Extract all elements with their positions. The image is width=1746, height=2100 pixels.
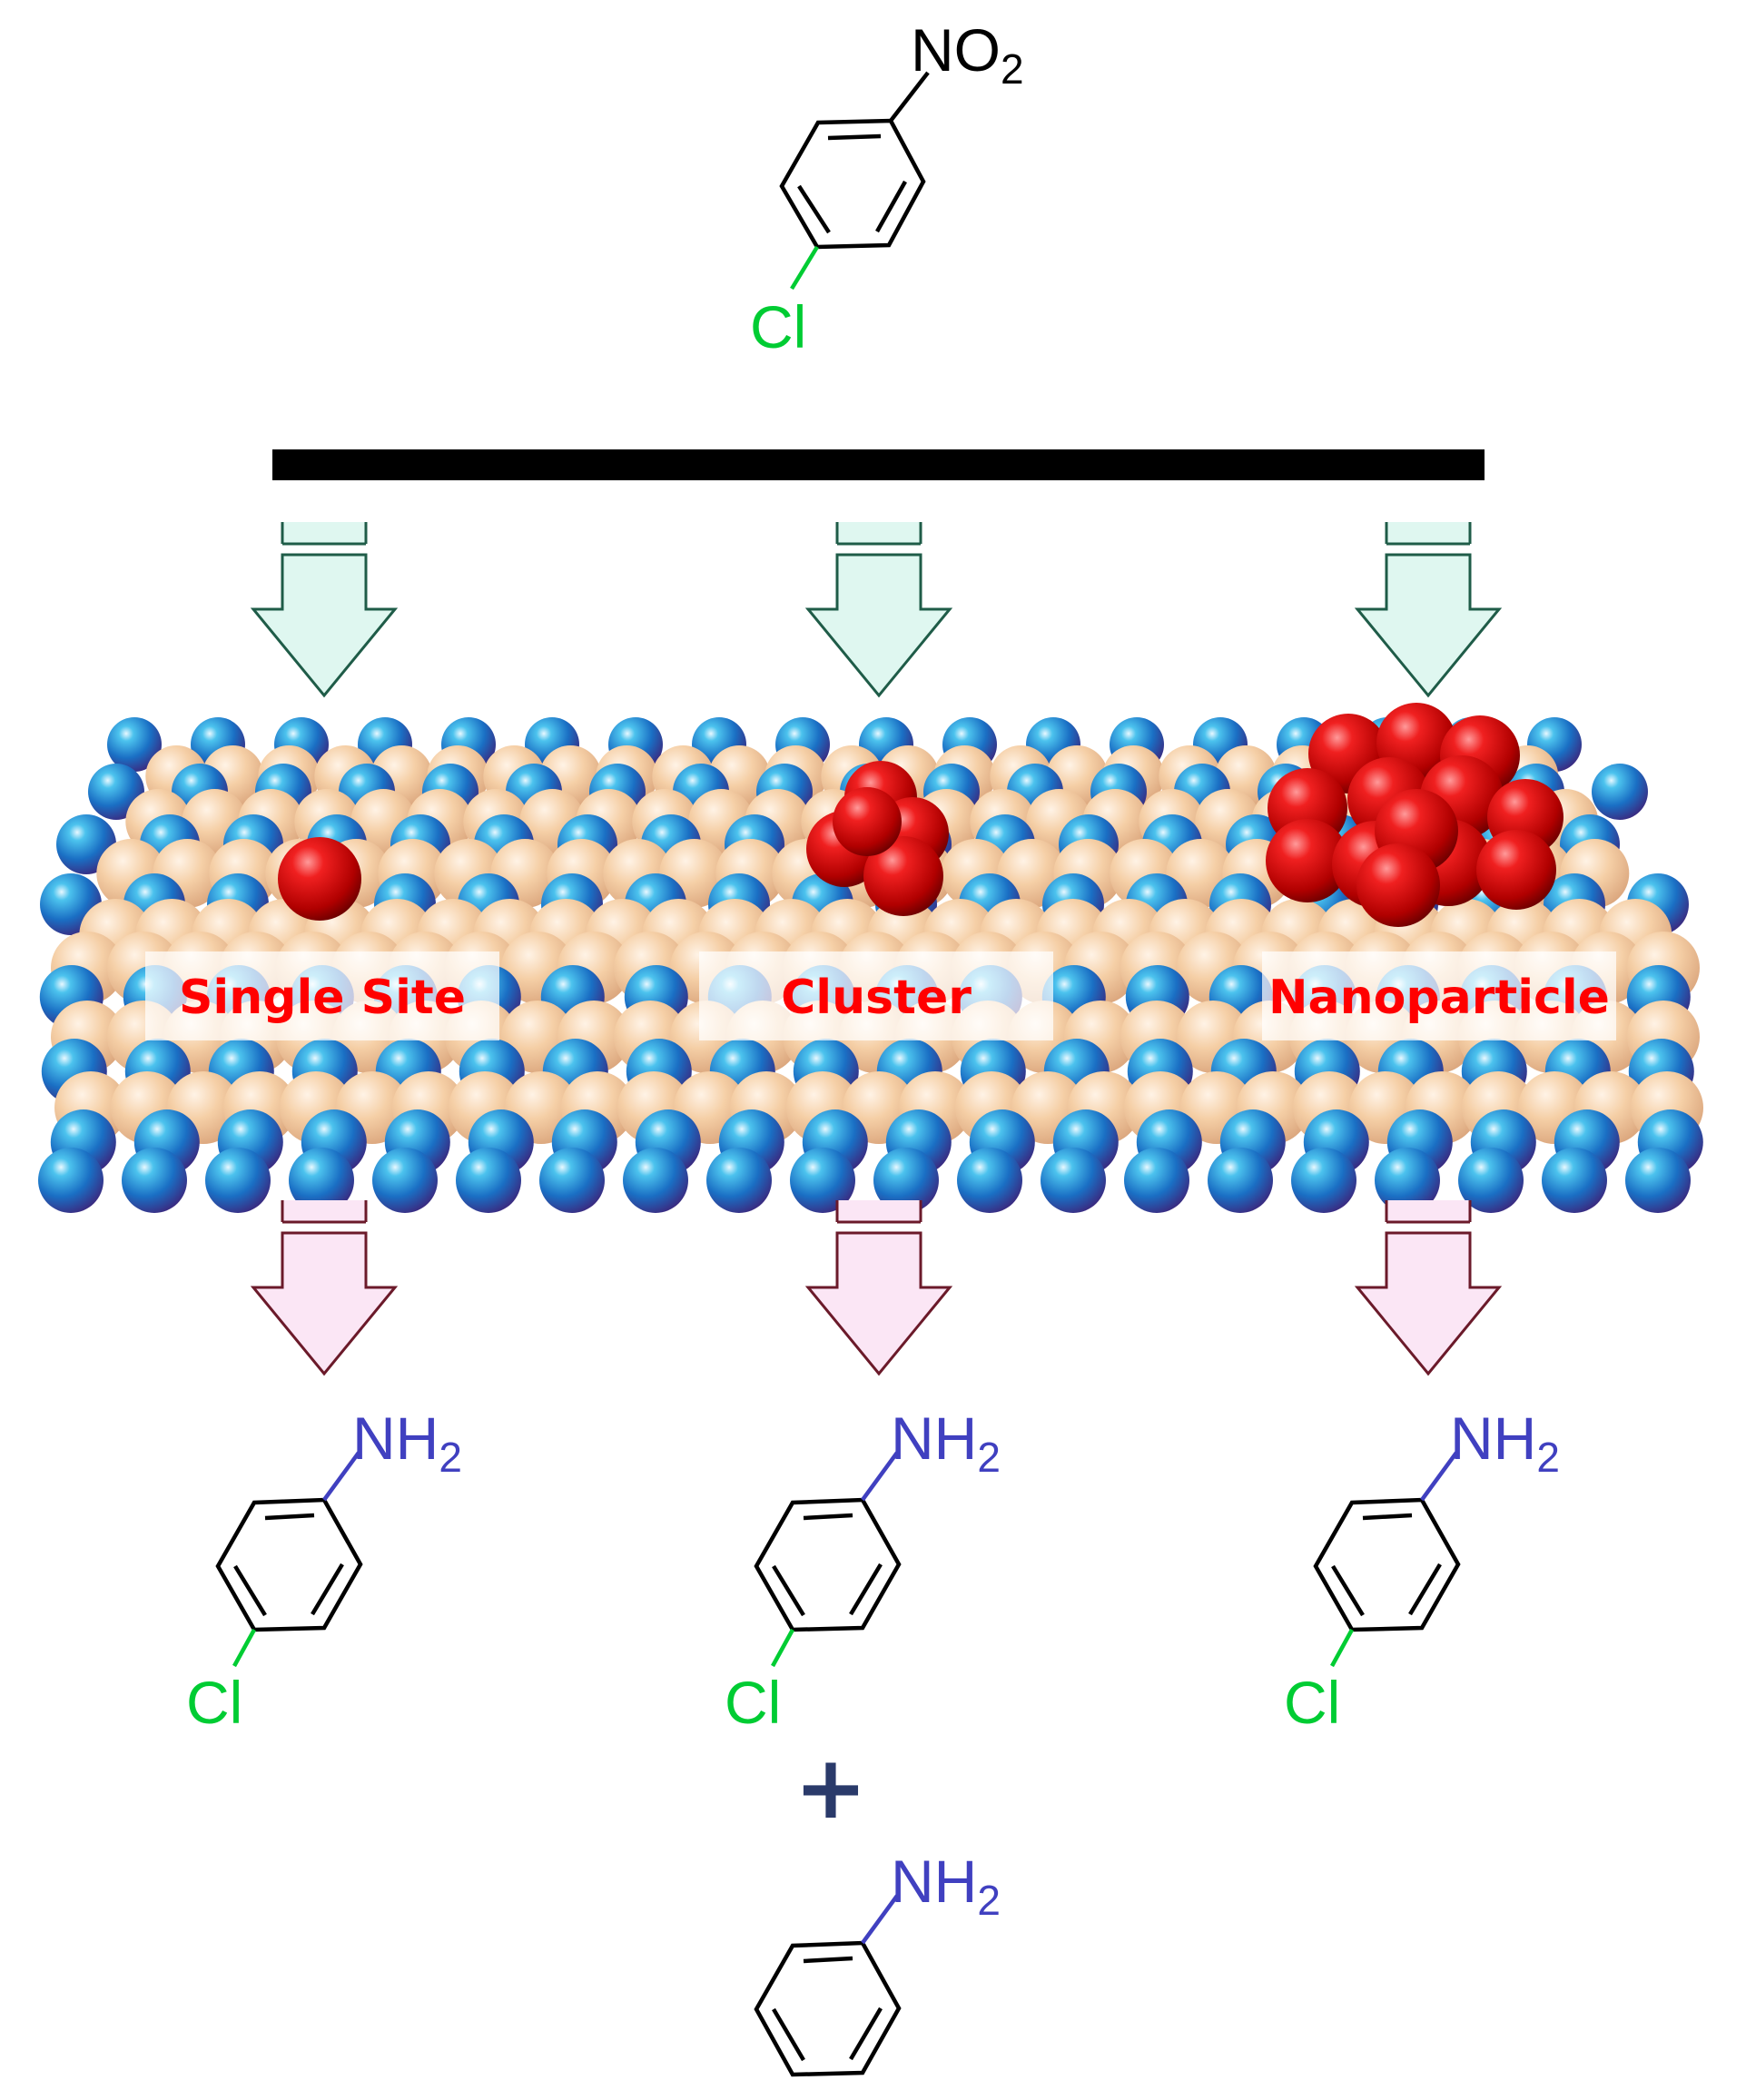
outgoing-arrows [250, 1200, 1503, 1376]
support-atom-blue [539, 1148, 605, 1213]
plus-sign: + [794, 1737, 867, 1839]
amine-group-label: NH2 [352, 1405, 462, 1481]
down-arrow-in [804, 522, 953, 698]
double-bond [803, 1956, 853, 1964]
down-arrow-in [250, 522, 399, 698]
support-atom-blue [1375, 1148, 1440, 1213]
chloroaniline-structure: NH2 Cl [186, 1405, 462, 1736]
benzene-ring [1313, 1497, 1461, 1632]
support-atom-blue [873, 1148, 939, 1213]
nitro-bond [889, 71, 930, 123]
double-bond [803, 1513, 853, 1521]
single-site-label: Single Site [179, 971, 466, 1025]
cluster-label-box: Cluster [699, 951, 1053, 1040]
support-atom-blue [205, 1148, 271, 1213]
double-bond [849, 1563, 883, 1616]
double-bond [797, 184, 831, 234]
support-atom-blue [107, 717, 162, 772]
chloronitrobenzene-structure: NO2 Cl [750, 16, 1024, 360]
reactant-molecule: NO2 Cl [750, 16, 1024, 360]
support-atom-blue [1041, 1148, 1106, 1213]
chloroaniline-structure: NH2 Cl [1284, 1405, 1560, 1736]
support-atom-blue [1291, 1148, 1356, 1213]
cluster-label: Cluster [781, 971, 972, 1025]
support-atom-blue [372, 1148, 438, 1213]
down-arrow-out [804, 1200, 953, 1376]
nanoparticle-label: Nanoparticle [1268, 971, 1610, 1025]
benzene-ring [215, 1497, 363, 1632]
support-atom-blue [790, 1148, 855, 1213]
amine-group-label: NH2 [1450, 1405, 1560, 1481]
amine-group-label: NH2 [891, 1848, 1001, 1924]
site-labels: Single Site Cluster Nanoparticle [145, 951, 1616, 1040]
support-atom-blue [289, 1148, 354, 1213]
double-bond [311, 1563, 344, 1616]
chloro-bond [232, 1628, 256, 1668]
chloro-bond [771, 1628, 794, 1668]
double-bond [875, 180, 907, 233]
double-bond [233, 1564, 267, 1617]
chloro-bond [790, 245, 819, 291]
product-cluster: NH2 Cl [725, 1405, 1001, 1736]
amine-bond [1420, 1451, 1458, 1502]
amine-bond [861, 1894, 899, 1945]
double-bond [1331, 1564, 1365, 1617]
down-arrow-out [250, 1200, 399, 1376]
support-atom-blue [38, 1148, 104, 1213]
product-chlorine-label: Cl [186, 1669, 242, 1736]
support-atom-blue [456, 1148, 521, 1213]
double-bond [772, 1564, 805, 1617]
chloro-bond [1330, 1628, 1354, 1668]
nanoparticle-atom [1476, 830, 1556, 910]
down-arrow-in [1354, 522, 1503, 698]
metal-species [278, 703, 1564, 927]
support-atom-blue [1542, 1148, 1607, 1213]
product-chlorine-label: Cl [1284, 1669, 1340, 1736]
nitro-group-label: NO2 [911, 16, 1024, 93]
single-site-label-box: Single Site [145, 951, 499, 1040]
nanoparticle-atom [1356, 843, 1440, 927]
double-bond [849, 2006, 883, 2061]
product-single-site: NH2 Cl [186, 1405, 462, 1736]
cluster-atom [863, 836, 943, 916]
single-site-atom [278, 837, 361, 921]
support-atom-blue [706, 1148, 772, 1213]
reaction-bar [272, 449, 1485, 480]
amine-bond [322, 1451, 360, 1502]
double-bond [1362, 1513, 1413, 1521]
benzene-ring [754, 1497, 902, 1632]
support-atom-blue [1208, 1148, 1273, 1213]
support-atom-blue [1124, 1148, 1189, 1213]
support-atom-blue [122, 1148, 187, 1213]
reactant-chlorine-label: Cl [750, 293, 806, 360]
double-bond [264, 1513, 315, 1521]
support-atom-blue [623, 1148, 688, 1213]
aniline-structure: NH2 [754, 1848, 1001, 2077]
cluster-atom [833, 787, 902, 856]
nanoparticle-label-box: Nanoparticle [1262, 951, 1616, 1040]
nanoparticle-atom [1266, 819, 1349, 902]
support-atom-blue [1592, 764, 1648, 820]
support-atom-blue [1458, 1148, 1524, 1213]
extra-product-aniline: NH2 [754, 1848, 1001, 2077]
incoming-arrows [250, 522, 1503, 698]
support-atom-blue [957, 1148, 1022, 1213]
chloroaniline-structure: NH2 Cl [725, 1405, 1001, 1736]
amine-bond [861, 1451, 899, 1502]
benzene-ring [754, 1940, 902, 2077]
down-arrow-out [1354, 1200, 1503, 1376]
double-bond [1408, 1563, 1442, 1616]
product-nanoparticle: NH2 Cl [1284, 1405, 1560, 1736]
double-bond [772, 2007, 805, 2062]
product-chlorine-label: Cl [725, 1669, 781, 1736]
double-bond [827, 133, 882, 141]
support-atom-blue [1625, 1148, 1691, 1213]
amine-group-label: NH2 [891, 1405, 1001, 1481]
